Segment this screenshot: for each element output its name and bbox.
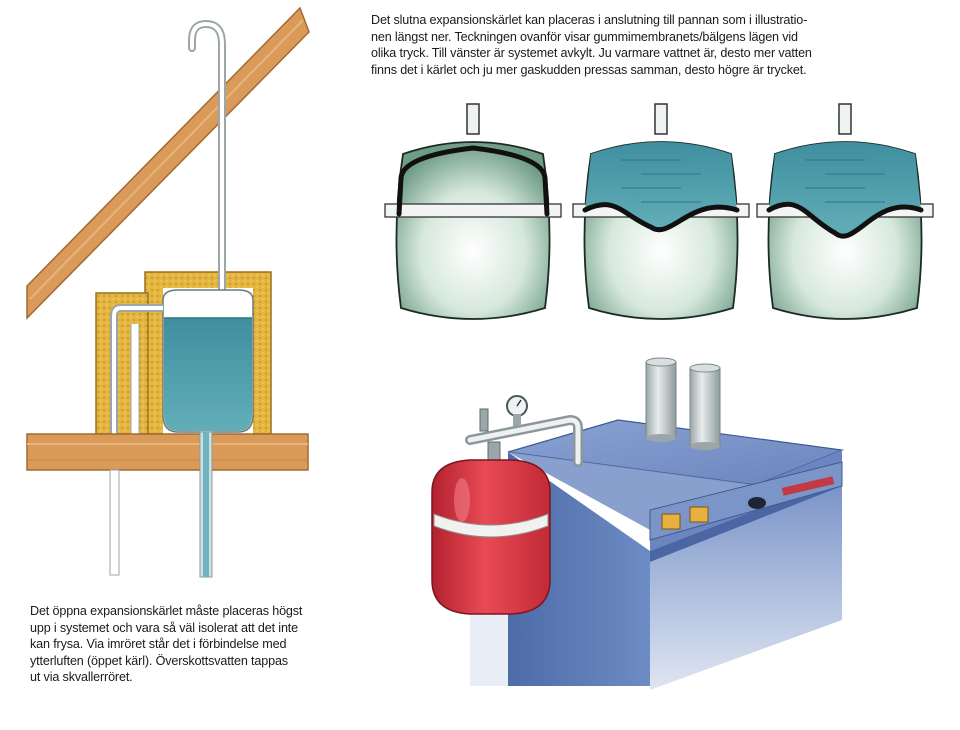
open-vessel-water xyxy=(164,318,252,431)
boiler-assembly xyxy=(431,357,845,690)
floor-beam xyxy=(26,433,309,471)
switch-button[interactable] xyxy=(689,506,709,523)
open-vessel-caption: Det öppna expansionskärlet måste placera… xyxy=(30,603,390,686)
rubber-membrane xyxy=(396,145,550,217)
vessel-water xyxy=(585,142,737,230)
caption-line: ytterluften (öppet kärl). Överskottsvatt… xyxy=(30,653,288,668)
switch-button[interactable] xyxy=(661,513,681,530)
vessel-neck xyxy=(466,103,480,135)
membrane-vessel-warm xyxy=(572,103,750,320)
membrane-states xyxy=(384,103,934,320)
flue-pipes xyxy=(645,357,721,450)
closed-expansion-vessel xyxy=(431,459,551,615)
vessel-neck xyxy=(838,103,852,135)
caption-line: kan frysa. Via imröret står det i förbin… xyxy=(30,637,287,652)
caption-line: ut via skvallerröret. xyxy=(30,670,133,685)
vessel-flange xyxy=(384,203,562,218)
vessel-body xyxy=(395,141,551,320)
indicator-display xyxy=(781,476,835,496)
open-vessel-tank xyxy=(162,289,254,433)
caption-line: nen längst ner. Teckningen ovanför visar… xyxy=(371,29,798,44)
vessel-neck xyxy=(654,103,668,135)
vessel-water xyxy=(769,142,921,237)
membrane-vessel-hot xyxy=(756,103,934,320)
vent-pipe xyxy=(188,19,226,294)
connection-pipe xyxy=(465,395,583,467)
caption-line: olika tryck. Till vänster är systemet av… xyxy=(371,46,812,61)
caption-line: Det öppna expansionskärlet måste placera… xyxy=(30,604,303,618)
open-expansion-vessel xyxy=(26,6,310,578)
thermostat-knob[interactable] xyxy=(748,497,766,509)
caption-line: upp i systemet och vara så väl isolerat … xyxy=(30,620,299,635)
caption-line: Det slutna expansionskärlet kan placeras… xyxy=(371,13,808,27)
rubber-membrane xyxy=(582,202,740,233)
caption-line: finns det i kärlet och ju mer gaskudden … xyxy=(371,62,807,77)
rubber-membrane xyxy=(766,201,924,239)
membrane-vessel-cooled xyxy=(384,103,562,320)
closed-vessel-caption: Det slutna expansionskärlet kan placeras… xyxy=(371,12,956,78)
